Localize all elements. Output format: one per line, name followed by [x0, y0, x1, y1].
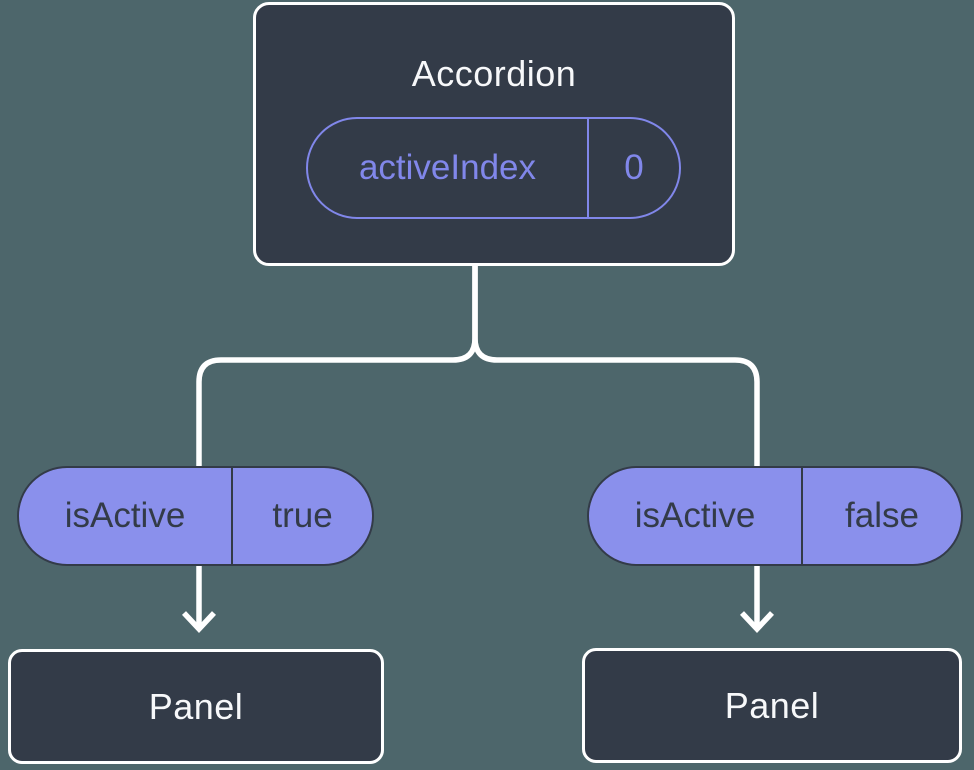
state-value: 0 [624, 148, 644, 187]
prop-label: isActive [589, 468, 803, 564]
accordion-component-box: Accordion activeIndex 0 [253, 2, 735, 266]
arrow-head-left-icon [181, 611, 217, 634]
prop-pill-left: isActive true [17, 466, 374, 566]
prop-value: false [845, 496, 919, 535]
prop-label: isActive [19, 468, 233, 564]
panel-component-box-right: Panel [582, 648, 962, 763]
connector-left-branch [196, 263, 478, 628]
connector-right-branch [472, 263, 760, 628]
panel-component-box-left: Panel [8, 649, 384, 764]
component-title: Panel [148, 685, 244, 727]
prop-value: true [272, 496, 333, 535]
component-title: Panel [724, 684, 820, 726]
state-pill: activeIndex 0 [306, 117, 681, 219]
state-label: activeIndex [308, 119, 589, 217]
arrow-head-right-icon [739, 611, 775, 634]
prop-pill-right: isActive false [587, 466, 963, 566]
component-title: Accordion [411, 53, 577, 94]
